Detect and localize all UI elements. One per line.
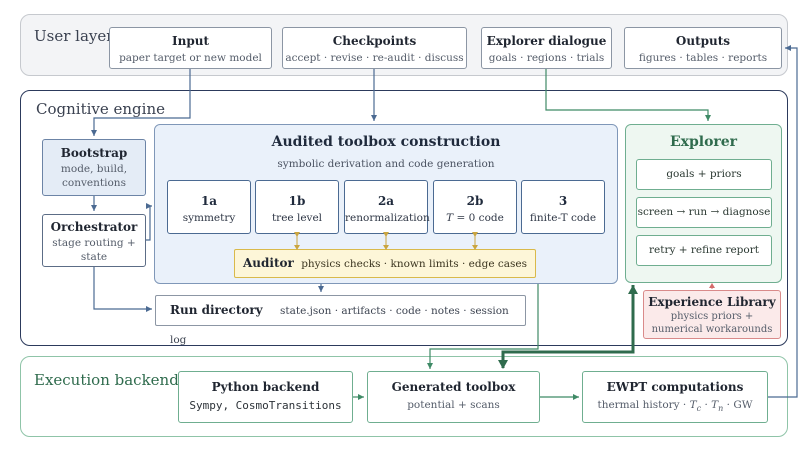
run-directory-title: Run directory [170, 303, 263, 317]
step-1b-tree-level[interactable]: 1b tree level [255, 180, 339, 234]
step-3-number: 3 [558, 194, 568, 208]
explorer-title: Explorer [669, 134, 738, 150]
ewpt-tc-symbol: T [689, 399, 697, 411]
ewpt-computations-subtitle: thermal history · Tc · Tn · GW [597, 399, 753, 414]
auditor-subtitle: physics checks · known limits · edge cas… [301, 258, 527, 270]
step-1b-label: tree level [271, 212, 323, 224]
step-3-label: finite-T code [529, 212, 597, 224]
generated-toolbox-box[interactable]: Generated toolbox potential + scans [367, 371, 540, 423]
cognitive-engine-title: Cognitive engine [36, 100, 165, 118]
outputs-title: Outputs [675, 34, 731, 48]
step-1a-label: symmetry [182, 212, 236, 224]
step-1a-symmetry[interactable]: 1a symmetry [167, 180, 251, 234]
experience-library-subtitle: physics priors + numerical workarounds [651, 311, 773, 335]
ewpt-computations-title: EWPT computations [606, 380, 744, 394]
python-backend-box[interactable]: Python backend Sympy, CosmoTransitions [178, 371, 353, 423]
arrow-toolbox-to-generated [427, 284, 539, 369]
arrow-input-to-bootstrap [91, 69, 191, 136]
explorer-goals-priors[interactable]: goals + priors [636, 159, 772, 190]
auditor-title: Auditor [243, 256, 294, 270]
step-3-finite-t-code[interactable]: 3 finite-T code [521, 180, 605, 234]
step-2a-label: renormalization [345, 212, 430, 224]
step-2a-number: 2a [377, 194, 395, 208]
bootstrap-box[interactable]: Bootstrap mode, build, conventions [42, 139, 146, 196]
python-backend-subtitle: Sympy, CosmoTransitions [189, 399, 342, 412]
ewpt-tn-symbol: T [711, 399, 719, 411]
step-1a-number: 1a [200, 194, 218, 208]
step-2b-label: T = 0 code [434, 212, 516, 224]
orchestrator-title: Orchestrator [50, 220, 138, 234]
ewpt-tn-subscript: n [718, 404, 724, 414]
arrow-dialogue-to-explorer [545, 69, 711, 121]
checkpoints-subtitle: accept · revise · re-audit · discuss [285, 52, 464, 64]
input-title: Input [172, 34, 209, 48]
step-2a-renormalization[interactable]: 2a renormalization [344, 180, 430, 234]
arrow-explorer-generated-loop [498, 285, 635, 369]
explorer-dialogue-title: Explorer dialogue [486, 34, 607, 48]
ewpt-gw: · GW [726, 399, 753, 411]
explorer-retry-refine-report[interactable]: retry + refine report [636, 235, 772, 266]
checkpoints-title: Checkpoints [332, 34, 417, 48]
explorer-dialogue-subtitle: goals · regions · trials [488, 52, 605, 64]
step-2b-number: 2b [466, 194, 484, 208]
ewpt-thermal-history: thermal history · [597, 399, 687, 411]
checkpoints-box[interactable]: Checkpoints accept · revise · re-audit ·… [282, 27, 467, 69]
bootstrap-subtitle: mode, build, conventions [60, 163, 128, 189]
run-directory-box[interactable]: Run directory state.json · artifacts · c… [155, 295, 526, 346]
experience-library-box[interactable]: Experience Library physics priors + nume… [643, 290, 781, 339]
step-2b-t-symbol: T [446, 212, 454, 224]
step-1b-number: 1b [288, 194, 306, 208]
python-backend-title: Python backend [211, 380, 320, 394]
input-subtitle: paper target or new model [119, 52, 262, 64]
explorer-dialogue-box[interactable]: Explorer dialogue goals · regions · tria… [481, 27, 612, 69]
orchestrator-subtitle: stage routing + state [52, 237, 136, 263]
orchestrator-box[interactable]: Orchestrator stage routing + state [42, 214, 146, 267]
arrow-orchestrator-to-run-directory [93, 267, 152, 312]
ewpt-tc-subscript: c [696, 404, 702, 414]
generated-toolbox-title: Generated toolbox [391, 380, 516, 394]
toolbox-construction-subtitle: symbolic derivation and code generation [277, 158, 495, 170]
explorer-screen-run-diagnose[interactable]: screen → run → diagnose [636, 197, 772, 228]
ewpt-computations-box[interactable]: EWPT computations thermal history · Tc ·… [582, 371, 768, 423]
bootstrap-title: Bootstrap [60, 146, 128, 160]
input-box[interactable]: Input paper target or new model [109, 27, 272, 69]
experience-library-title: Experience Library [648, 295, 776, 309]
arrow-ewpt-to-outputs [768, 45, 798, 398]
outputs-box[interactable]: Outputs figures · tables · reports [624, 27, 782, 69]
user-layer-title: User layer [34, 27, 114, 45]
toolbox-construction-title: Audited toolbox construction [271, 134, 501, 150]
arrow-orchestrator-to-toolbox [146, 203, 152, 241]
step-2b-label-text: = 0 code [456, 212, 504, 224]
run-directory-subtitle: state.json · artifacts · code · notes · … [170, 305, 509, 346]
generated-toolbox-subtitle: potential + scans [407, 399, 500, 411]
outputs-subtitle: figures · tables · reports [638, 52, 768, 64]
step-2b-zero-t-code[interactable]: 2b T = 0 code [433, 180, 517, 234]
execution-backend-title: Execution backend [34, 371, 179, 389]
